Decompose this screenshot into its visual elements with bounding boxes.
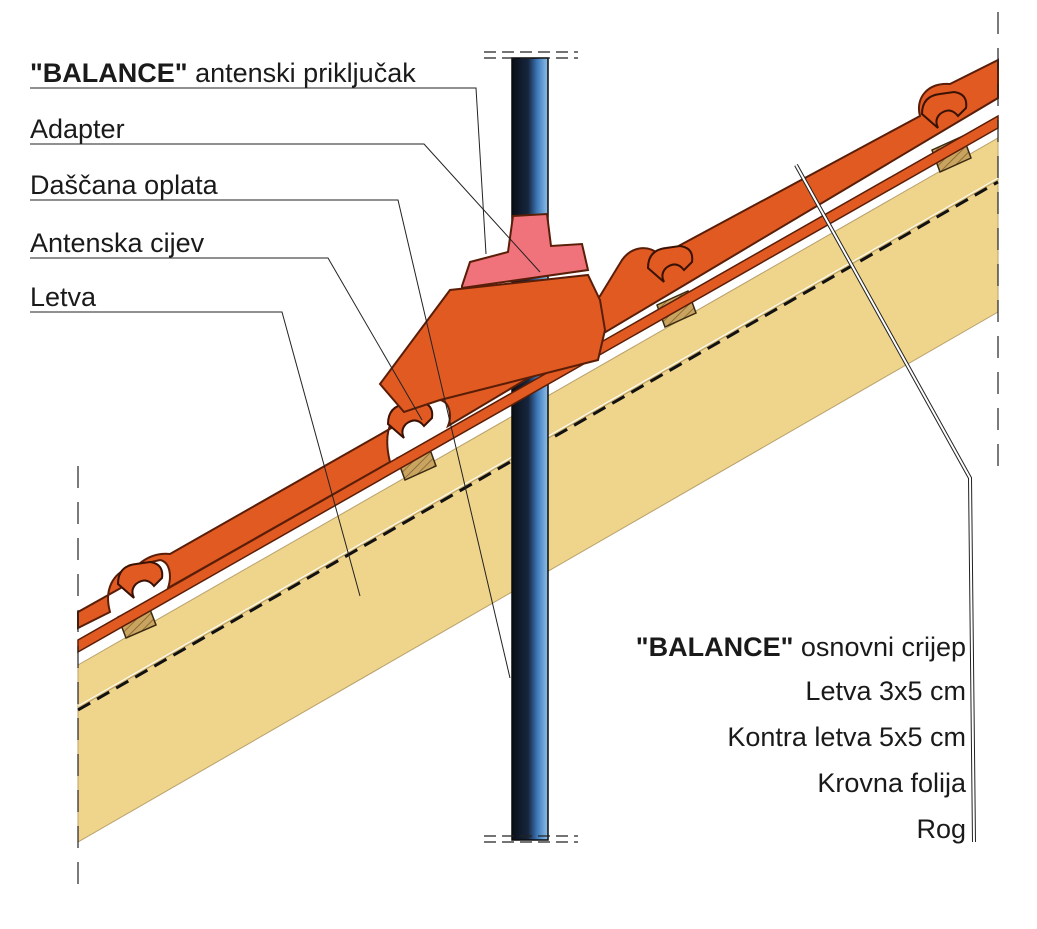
label-counter-batten: Kontra letva 5x5 cm	[727, 722, 966, 752]
label-adapter: Adapter	[30, 114, 125, 144]
label-batten: Letva	[30, 282, 97, 312]
break-marks	[484, 51, 578, 843]
label-roof-membrane: Krovna folija	[817, 768, 967, 798]
antenna-connector-tile	[378, 273, 607, 414]
antenna-pipe	[511, 57, 549, 841]
label-basic-tile: "BALANCE" osnovni crijep	[636, 632, 966, 662]
label-rafter: Rog	[916, 814, 966, 844]
label-batten-size: Letva 3x5 cm	[805, 676, 966, 706]
label-board-sheathing: Daščana oplata	[30, 170, 219, 200]
adapter	[461, 212, 590, 290]
label-antenna-pipe: Antenska cijev	[30, 228, 205, 258]
leader-lines-right	[794, 164, 976, 843]
label-antenna-connector: "BALANCE" antenski priključak	[30, 58, 416, 88]
leader-lines-left	[30, 87, 541, 679]
